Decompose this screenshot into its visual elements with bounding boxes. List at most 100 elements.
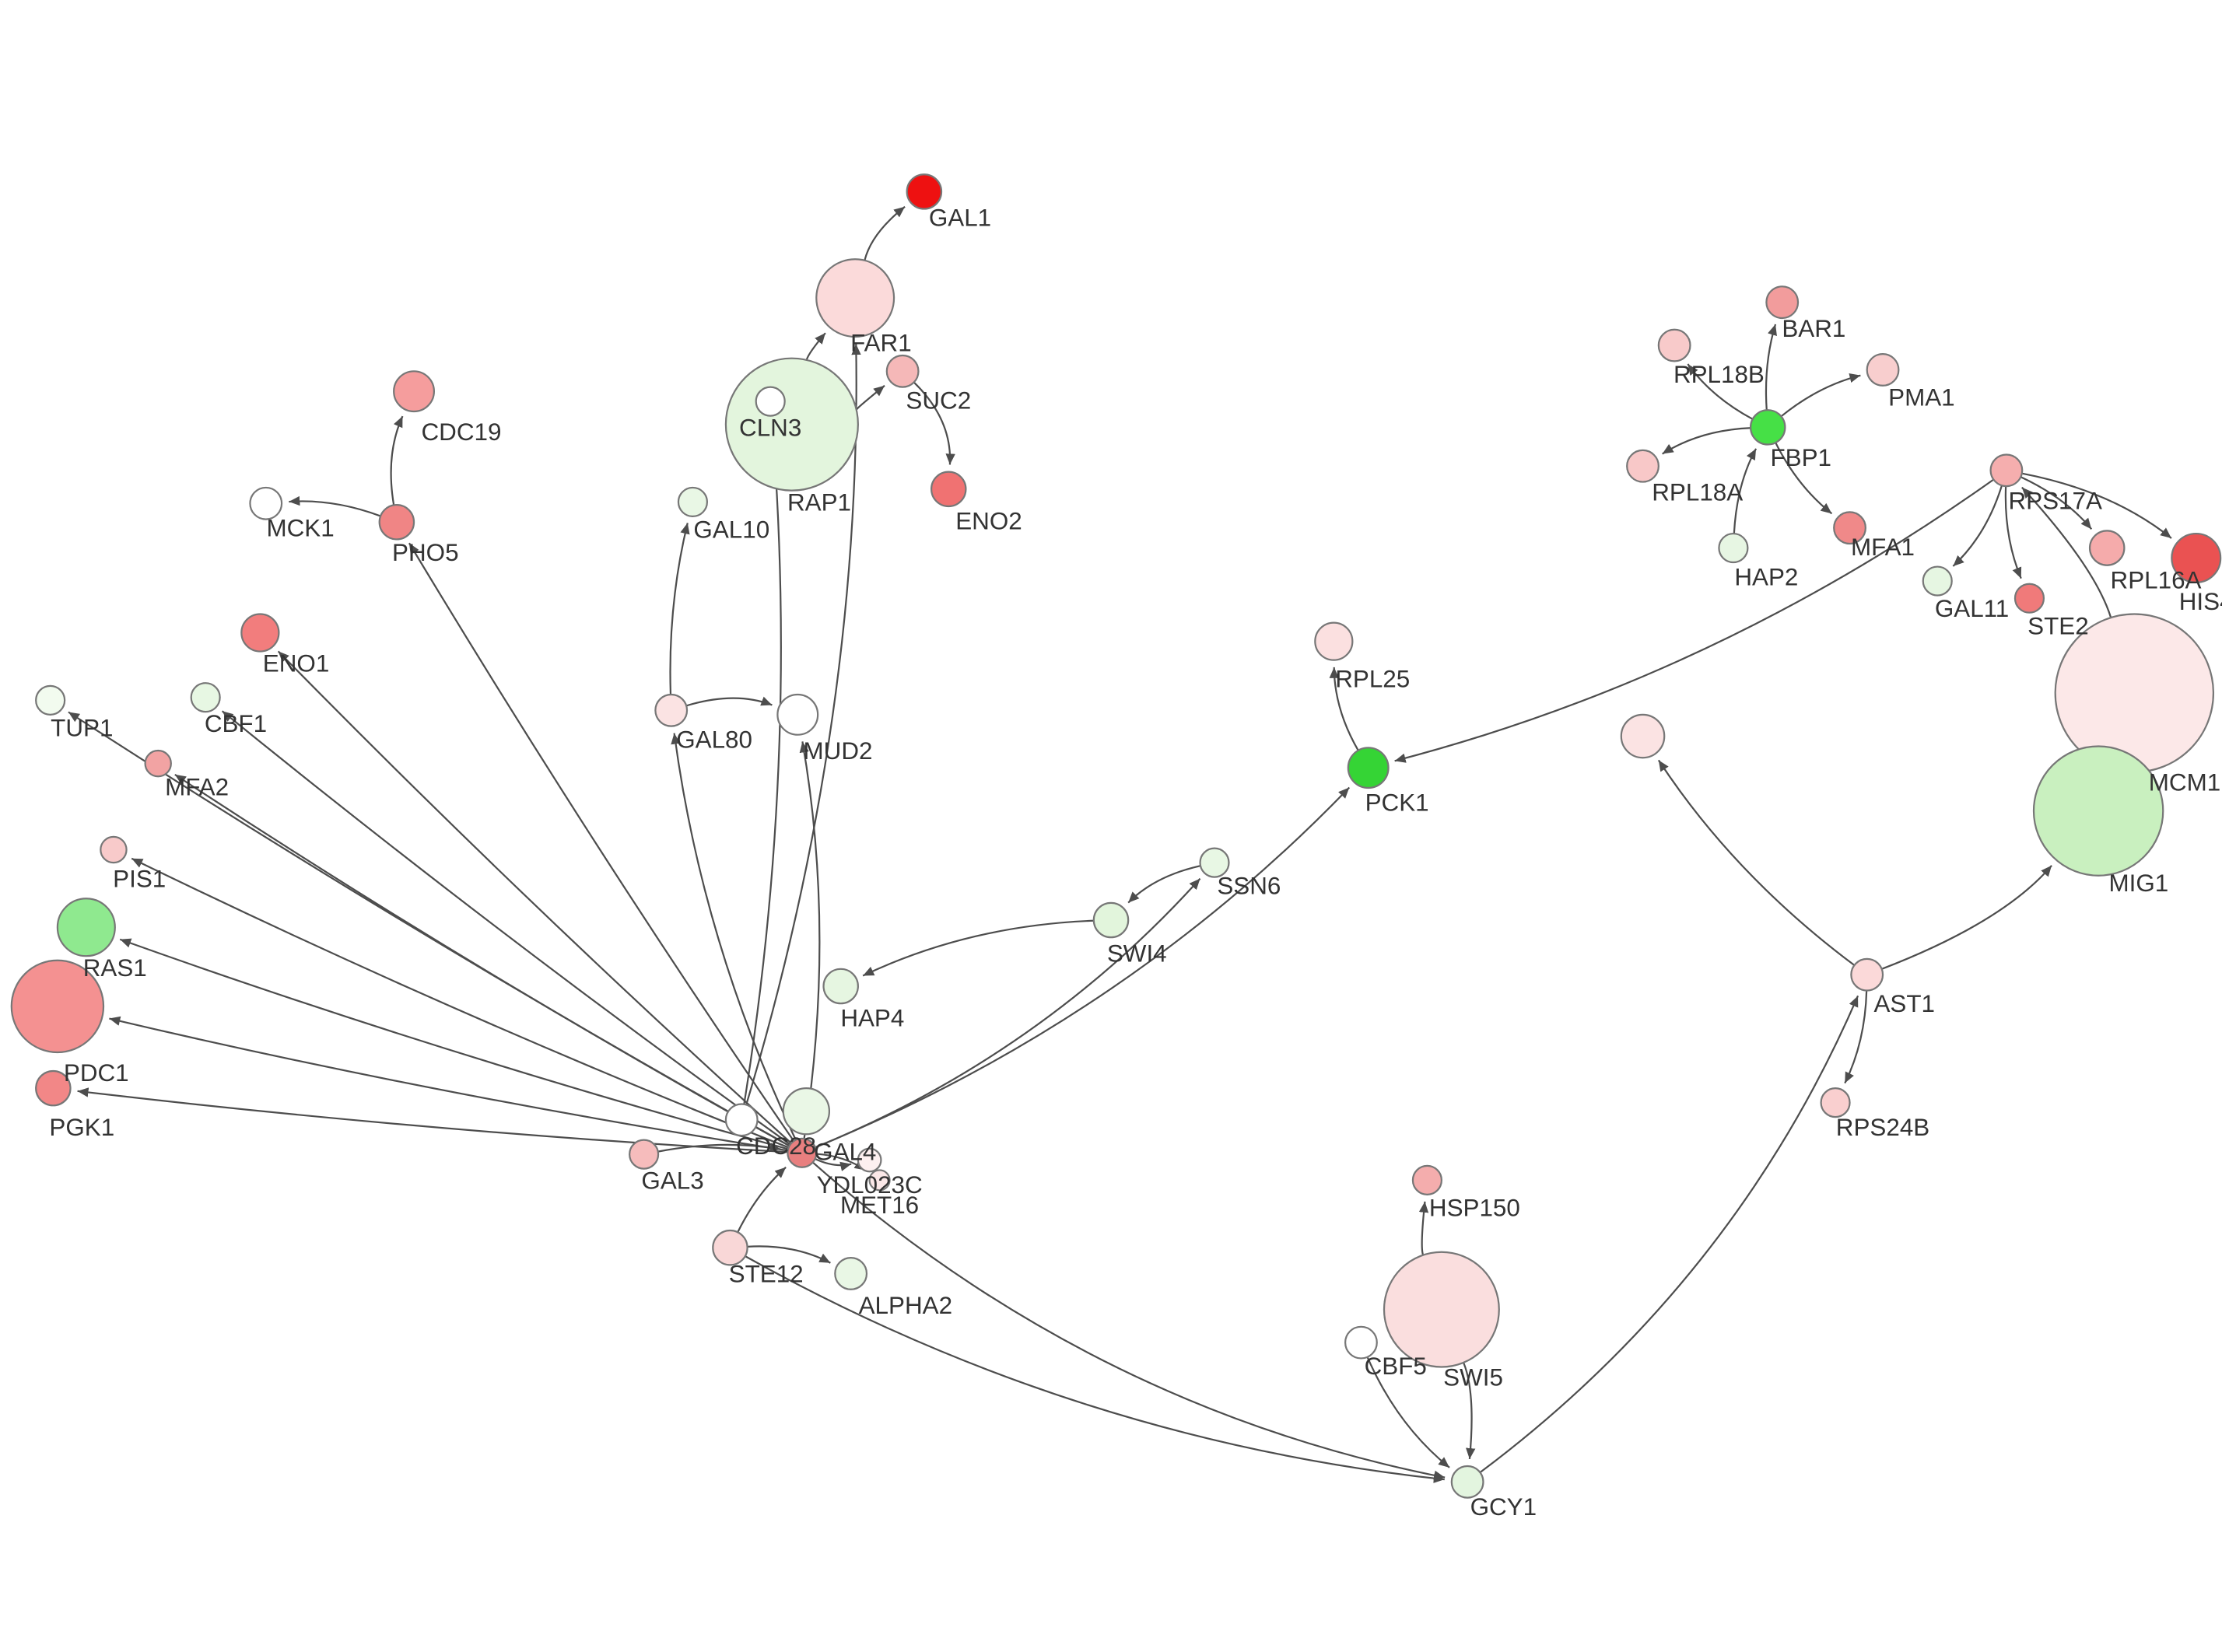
node-RPL25[interactable] (1314, 621, 1354, 661)
node-CDC19[interactable] (393, 370, 436, 413)
edge-SSN6-SWI4[interactable] (1127, 865, 1201, 904)
edge-GAL4-MUD2[interactable] (799, 741, 821, 1139)
node-GAL80[interactable] (654, 693, 689, 727)
node-STE2[interactable] (2013, 583, 2045, 614)
node-CLN3[interactable] (755, 386, 786, 417)
edge-GAL4-RAS1[interactable] (119, 938, 789, 1150)
node-ENO1[interactable] (240, 613, 280, 653)
edge-PCK1-RPL25[interactable] (1329, 667, 1359, 751)
edge-CDC28-FAR1[interactable] (745, 344, 861, 1105)
node-PDC1[interactable] (10, 959, 105, 1054)
node-MFA1[interactable] (1833, 511, 1866, 545)
node-PIS1[interactable] (100, 835, 128, 864)
node-MIG1[interactable] (2032, 745, 2164, 877)
edge-RPS17A-RPL16A[interactable] (2020, 476, 2093, 530)
edge-FBP1-RPL18A[interactable] (1662, 427, 1751, 455)
node-GAL3[interactable] (629, 1139, 660, 1170)
node-RAP1[interactable] (724, 357, 859, 492)
node-FAR1[interactable] (815, 258, 895, 338)
edge-STE12-GAL4[interactable] (737, 1166, 787, 1233)
node-SWI5[interactable] (1383, 1251, 1500, 1368)
edge-AST1-MIG1[interactable] (1881, 865, 2052, 970)
edge-MCM1-RPS17A[interactable] (2021, 486, 2112, 618)
node-PMA1[interactable] (1866, 353, 1900, 387)
node-GAL11[interactable] (1922, 565, 1953, 597)
edge-RPS17A-STE2[interactable] (2004, 486, 2022, 579)
edge-CBF5-GCY1[interactable] (1366, 1356, 1450, 1468)
node-RPS17A[interactable] (1989, 453, 2024, 488)
node-PCK1[interactable] (1347, 747, 1390, 789)
node-BAR1[interactable] (1765, 285, 1800, 320)
node-GAL4[interactable] (787, 1137, 818, 1168)
node-MUD2[interactable] (776, 693, 819, 736)
edge-RAP1-FAR1[interactable] (805, 332, 826, 361)
node-CBF1[interactable] (190, 682, 221, 713)
edge-PHO5-MCK1[interactable] (289, 495, 381, 517)
edge-GAL4-PCK1[interactable] (815, 786, 1351, 1149)
node-HIS4[interactable] (2171, 532, 2222, 583)
edge-GAL4-ENO1[interactable] (277, 650, 792, 1144)
edge-RPS17A-GAL11[interactable] (1952, 485, 2003, 567)
edge-FBP1-RPL18B[interactable] (1687, 363, 1754, 420)
edge-RPS17A-HIS4[interactable] (2021, 472, 2172, 539)
node-NODE_B[interactable] (782, 1087, 831, 1136)
node-ALPHA2[interactable] (834, 1257, 868, 1290)
node-HSP150[interactable] (1411, 1164, 1442, 1195)
node-SWI4[interactable] (1092, 901, 1130, 939)
node-MET16[interactable] (868, 1169, 891, 1192)
node-NODE_A[interactable] (1620, 713, 1666, 759)
node-PGK1[interactable] (35, 1069, 72, 1107)
node-MFA2[interactable] (144, 749, 172, 778)
node-SSN6[interactable] (1199, 847, 1230, 878)
edge-SWI5-GCY1[interactable] (1463, 1362, 1476, 1460)
node-HAP2[interactable] (1718, 532, 1749, 564)
edge-PHO5-CDC19[interactable] (390, 415, 404, 506)
edge-AST1-NODE_A[interactable] (1657, 759, 1856, 966)
node-CDC28[interactable] (724, 1103, 759, 1137)
node-TUP1[interactable] (35, 684, 66, 716)
edge-GAL4-CBF1[interactable] (221, 710, 791, 1146)
node-CBF5[interactable] (1344, 1325, 1378, 1360)
node-MCK1[interactable] (249, 486, 283, 520)
node-GAL10[interactable] (677, 486, 709, 518)
edge-GAL4-GAL80[interactable] (671, 733, 797, 1141)
node-GCY1[interactable] (1450, 1465, 1484, 1499)
node-STE12[interactable] (712, 1229, 748, 1266)
edge-FBP1-MFA1[interactable] (1775, 442, 1833, 515)
node-PHO5[interactable] (378, 504, 415, 541)
edge-GAL3-GAL4[interactable] (657, 1143, 781, 1153)
edge-GAL4-PDC1[interactable] (109, 1016, 788, 1152)
edge-FAR1-GAL1[interactable] (864, 205, 906, 261)
edge-STE12-GCY1[interactable] (745, 1255, 1445, 1483)
node-HAP4[interactable] (822, 968, 859, 1005)
node-SUC2[interactable] (885, 354, 920, 388)
edge-RPS17A-PCK1[interactable] (1394, 478, 1994, 763)
edge-GCY1-AST1[interactable] (1479, 995, 1859, 1474)
node-RPL18B[interactable] (1657, 328, 1691, 362)
node-RPS24B[interactable] (1820, 1087, 1851, 1118)
edge-STE12-ALPHA2[interactable] (747, 1245, 831, 1264)
edge-GAL4-PIS1[interactable] (131, 857, 790, 1149)
node-AST1[interactable] (1850, 957, 1884, 992)
edge-GAL4-PGK1[interactable] (77, 1087, 788, 1153)
node-ENO2[interactable] (930, 471, 967, 508)
node-RPL18A[interactable] (1626, 449, 1659, 483)
edge-GAL4-MFA2[interactable] (174, 773, 790, 1147)
edge-SUC2-ENO2[interactable] (913, 381, 955, 465)
edge-GAL4-TUP1[interactable] (68, 711, 790, 1147)
edge-SWI4-HAP4[interactable] (862, 919, 1094, 977)
edge-HAP2-FBP1[interactable] (1733, 448, 1758, 534)
node-GAL1[interactable] (906, 173, 943, 210)
edge-GAL4-GCY1[interactable] (811, 1161, 1446, 1480)
edge-GAL80-GAL10[interactable] (669, 523, 690, 695)
edge-AST1-RPS24B[interactable] (1844, 990, 1868, 1084)
edge-FBP1-PMA1[interactable] (1780, 373, 1861, 418)
edge-SWI5-HSP150[interactable] (1418, 1201, 1429, 1255)
edge-CDC28-CLN3[interactable] (743, 422, 782, 1104)
edge-GAL4-YDL023C[interactable] (815, 1158, 852, 1171)
edge-FBP1-BAR1[interactable] (1765, 324, 1777, 411)
node-RAS1[interactable] (56, 898, 116, 957)
edge-GAL4-PHO5[interactable] (408, 542, 795, 1142)
node-FBP1[interactable] (1749, 409, 1786, 446)
